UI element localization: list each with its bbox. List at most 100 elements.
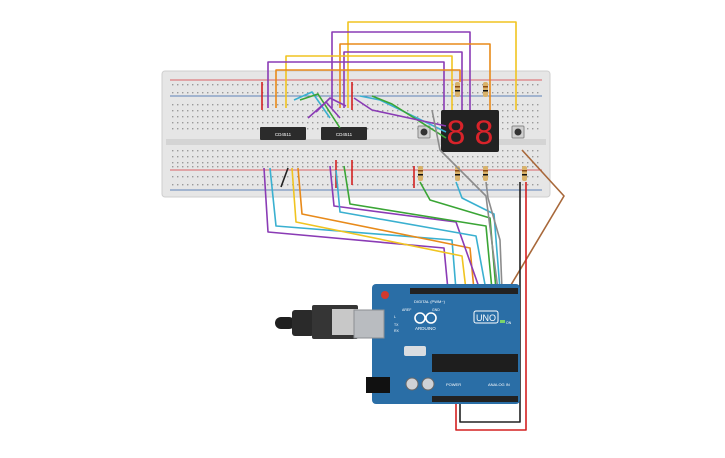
push-button-right[interactable] bbox=[511, 125, 525, 139]
breadboard-hole bbox=[177, 184, 179, 186]
breadboard-hole bbox=[187, 104, 189, 106]
breadboard-hole bbox=[197, 156, 199, 158]
breadboard-hole bbox=[482, 184, 484, 186]
breadboard-hole bbox=[517, 104, 519, 106]
breadboard-hole bbox=[272, 84, 274, 86]
breadboard-hole bbox=[297, 166, 299, 168]
breadboard-hole bbox=[392, 122, 394, 124]
breadboard-hole bbox=[417, 184, 419, 186]
breadboard-hole bbox=[517, 162, 519, 164]
breadboard-hole bbox=[297, 116, 299, 118]
breadboard-hole bbox=[492, 156, 494, 158]
breadboard-hole bbox=[347, 156, 349, 158]
breadboard-hole bbox=[482, 176, 484, 178]
breadboard-hole bbox=[477, 184, 479, 186]
breadboard-hole bbox=[277, 166, 279, 168]
breadboard-hole bbox=[197, 92, 199, 94]
breadboard-hole bbox=[492, 104, 494, 106]
breadboard-hole bbox=[502, 166, 504, 168]
breadboard-hole bbox=[337, 156, 339, 158]
breadboard-hole bbox=[477, 84, 479, 86]
push-button-left[interactable] bbox=[417, 125, 431, 139]
breadboard-hole bbox=[362, 176, 364, 178]
breadboard-hole bbox=[482, 156, 484, 158]
breadboard-hole bbox=[357, 150, 359, 152]
breadboard-hole bbox=[477, 162, 479, 164]
breadboard-hole bbox=[242, 110, 244, 112]
breadboard-hole bbox=[192, 166, 194, 168]
breadboard-hole bbox=[387, 110, 389, 112]
breadboard-hole bbox=[262, 176, 264, 178]
breadboard-hole bbox=[177, 92, 179, 94]
breadboard-hole bbox=[227, 176, 229, 178]
breadboard-hole bbox=[387, 92, 389, 94]
breadboard-hole bbox=[282, 84, 284, 86]
breadboard-hole bbox=[377, 116, 379, 118]
breadboard-hole bbox=[192, 116, 194, 118]
breadboard-hole bbox=[457, 162, 459, 164]
breadboard-hole bbox=[402, 156, 404, 158]
breadboard-hole bbox=[367, 104, 369, 106]
breadboard-hole bbox=[217, 166, 219, 168]
breadboard-hole bbox=[482, 104, 484, 106]
breadboard-hole bbox=[437, 110, 439, 112]
resistor-bottom-4[interactable] bbox=[522, 166, 527, 181]
breadboard-hole bbox=[442, 162, 444, 164]
breadboard-hole bbox=[282, 122, 284, 124]
seven-segment-display[interactable]: 8 8 bbox=[441, 110, 499, 152]
breadboard-hole bbox=[362, 162, 364, 164]
resistor-top-1[interactable] bbox=[455, 82, 460, 97]
breadboard-hole bbox=[257, 116, 259, 118]
breadboard-hole bbox=[527, 92, 529, 94]
breadboard-hole bbox=[277, 162, 279, 164]
breadboard-hole bbox=[247, 184, 249, 186]
breadboard-hole bbox=[497, 176, 499, 178]
breadboard-hole bbox=[327, 116, 329, 118]
breadboard-hole bbox=[502, 156, 504, 158]
breadboard-hole bbox=[507, 92, 509, 94]
breadboard-hole bbox=[322, 92, 324, 94]
cd4511-chip-left[interactable]: CD4511 bbox=[260, 127, 306, 140]
breadboard-hole bbox=[322, 162, 324, 164]
breadboard-hole bbox=[187, 184, 189, 186]
breadboard-hole bbox=[247, 116, 249, 118]
breadboard-hole bbox=[462, 176, 464, 178]
breadboard-hole bbox=[282, 92, 284, 94]
breadboard-hole bbox=[202, 110, 204, 112]
breadboard-hole bbox=[347, 166, 349, 168]
breadboard-hole bbox=[482, 84, 484, 86]
breadboard-hole bbox=[377, 156, 379, 158]
breadboard-hole bbox=[257, 176, 259, 178]
cd4511-chip-right[interactable]: CD4511 bbox=[321, 127, 367, 140]
breadboard-hole bbox=[327, 150, 329, 152]
breadboard-hole bbox=[437, 156, 439, 158]
breadboard-hole bbox=[307, 84, 309, 86]
breadboard-hole bbox=[332, 122, 334, 124]
breadboard-hole bbox=[467, 92, 469, 94]
breadboard-hole bbox=[232, 184, 234, 186]
breadboard-hole bbox=[382, 116, 384, 118]
breadboard-hole bbox=[347, 162, 349, 164]
breadboard-hole bbox=[362, 184, 364, 186]
arduino-uno-board[interactable]: DIGITAL (PWM~) AREF GND ARDUINO UNO ON L… bbox=[353, 284, 520, 404]
resistor-top-2[interactable] bbox=[483, 82, 488, 97]
resistor-bottom-3[interactable] bbox=[483, 166, 488, 181]
breadboard-hole bbox=[262, 110, 264, 112]
breadboard-hole bbox=[357, 156, 359, 158]
breadboard-hole bbox=[272, 156, 274, 158]
breadboard-hole bbox=[297, 110, 299, 112]
breadboard-hole bbox=[512, 156, 514, 158]
resistor-bottom-1[interactable] bbox=[418, 166, 423, 181]
breadboard-hole bbox=[512, 84, 514, 86]
breadboard-hole bbox=[307, 176, 309, 178]
breadboard-hole bbox=[217, 92, 219, 94]
breadboard-hole bbox=[202, 104, 204, 106]
breadboard-hole bbox=[287, 156, 289, 158]
breadboard-hole bbox=[402, 84, 404, 86]
breadboard-hole bbox=[437, 176, 439, 178]
breadboard-hole bbox=[517, 166, 519, 168]
breadboard-hole bbox=[177, 162, 179, 164]
breadboard-hole bbox=[187, 162, 189, 164]
breadboard-hole bbox=[277, 150, 279, 152]
breadboard-hole bbox=[292, 156, 294, 158]
